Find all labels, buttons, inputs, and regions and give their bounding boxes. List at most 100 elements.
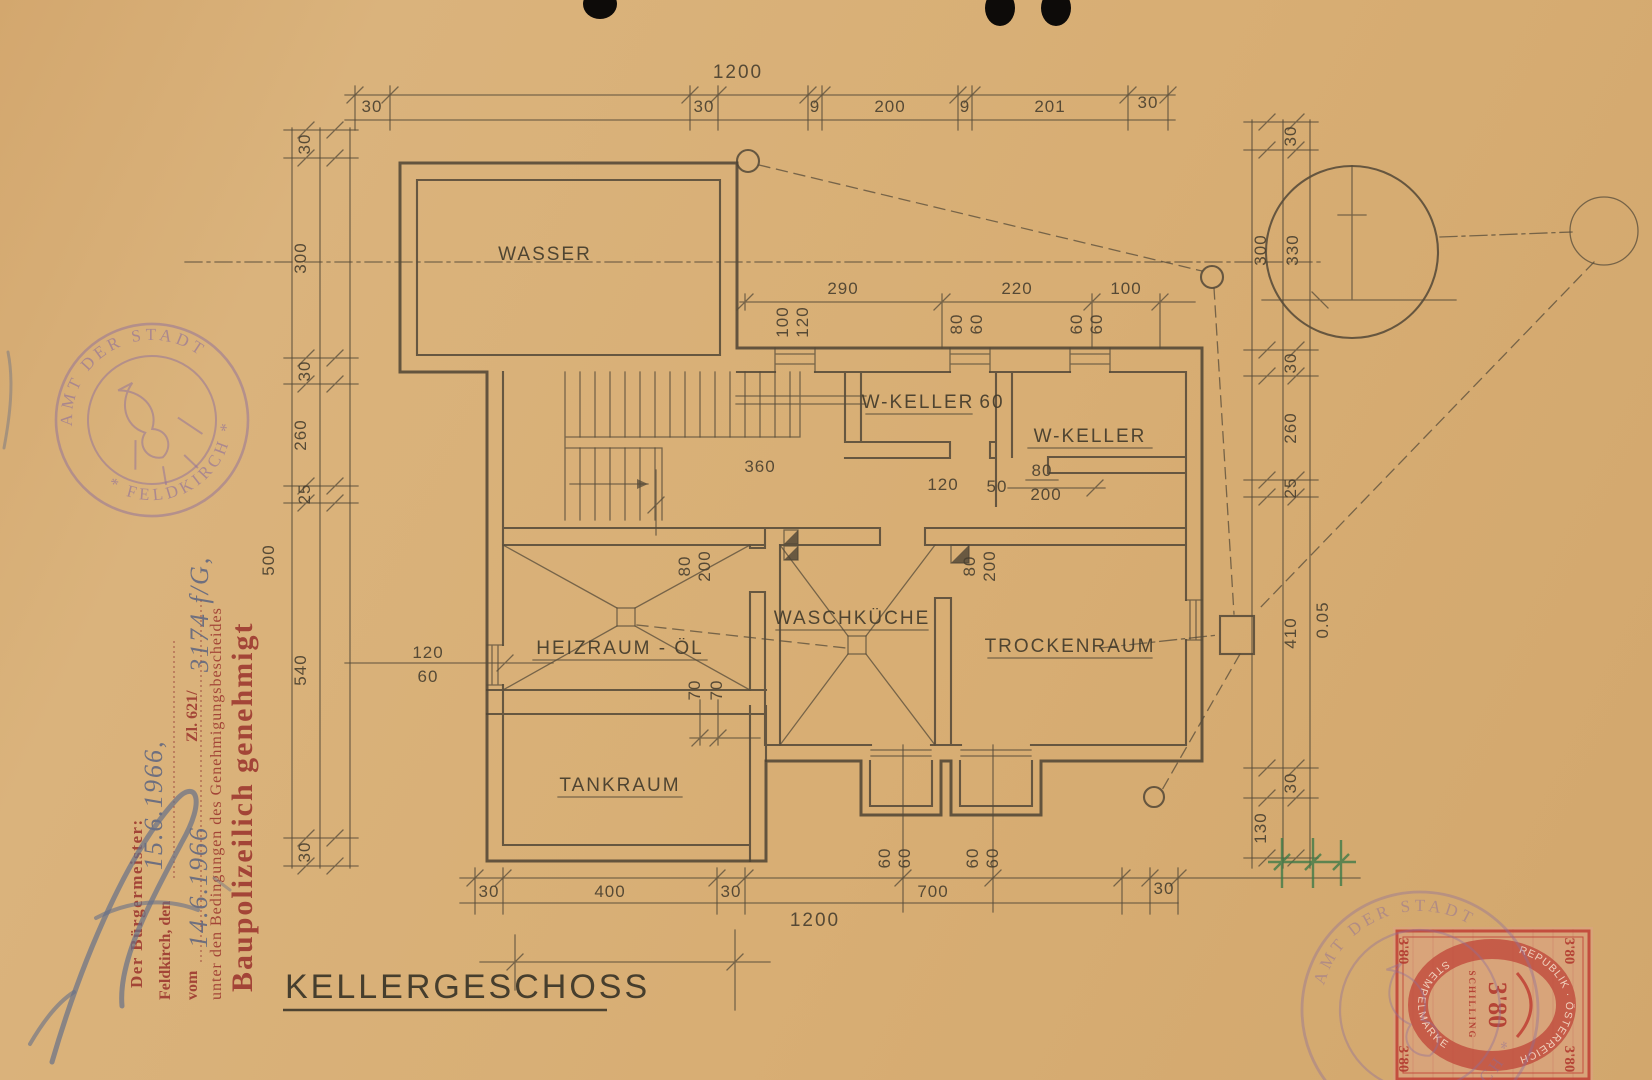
dim-c50: 50 [987,477,1008,496]
dim-top-s4: 200 [874,97,905,116]
survey-point-se [1142,785,1166,809]
dim-bottom-s2: 400 [594,882,625,901]
dim-wall-b: 70 [707,680,726,701]
well-crosshair [1261,165,1457,309]
left-dim-ticks [283,121,359,875]
dim-left-s3: 30 [295,361,314,382]
well-detail [1261,164,1639,340]
well-leader-lines [902,744,994,913]
sheet-title-block: KELLERGESCHOSS [283,968,650,1012]
dim-right-s8: 30 [1281,773,1300,794]
bottom-dim-ticks [466,867,1187,915]
stamp-br-emblem [1386,962,1440,1057]
dim-bottom-s4: 700 [917,882,948,901]
stamp-br-outer-ring [1300,890,1540,1080]
left-dim-lines [291,127,351,869]
signature-stroke-1 [49,789,199,1065]
survey-point-ne [1199,264,1225,290]
top-dim-ticks [346,85,1177,131]
room-label-wasser: WASSER [498,244,592,265]
revenue-corner-value-br: 3'80 [1395,1046,1411,1073]
dim-left-outer: 500 [259,544,278,575]
signature-handwriting [2,350,232,1065]
dim-right-s3: 330 [1283,234,1302,265]
light-shaft-square [1218,614,1256,656]
sightline-shaft-se [1161,653,1241,791]
dim-c120: 120 [927,475,958,494]
dim-bottom-total: 1200 [790,910,840,931]
stamp-text-top: AMT DER STADT [31,295,215,434]
dim-door-heiz-h: 200 [695,550,714,581]
sightline-nw-ne [758,164,1203,272]
room-diagonals [502,529,970,746]
hole-mark-2 [985,0,1015,26]
dim-win-n1-h: 120 [793,306,812,337]
room-label-wkellr-dim: 60 [979,392,1004,413]
dim-win-west-w: 120 [412,643,443,662]
dim-door-trock-h: 200 [980,550,999,581]
trockenraum-centerline [1099,634,1219,649]
dim-win-n1-w: 100 [773,306,792,337]
dimension-lines [283,85,1361,1011]
dim-north-d1: 290 [827,279,858,298]
dim-door-trock-w: 80 [960,556,979,577]
revenue-stamp-frame [1395,929,1591,1080]
room-label-trockenraum: TROCKENRAUM [985,636,1156,657]
dim-top-s7: 30 [1138,93,1159,112]
survey-point-nw [735,148,761,174]
window-glyphs [486,347,1203,757]
sightline-ne-shaft [1213,287,1235,615]
dim-door-wkeller-h: 200 [1030,485,1061,504]
revenue-stamp-oval-band [1408,939,1576,1071]
dim-win-n2-h: 60 [967,314,986,335]
dim-bottom-s5: 30 [1154,879,1175,898]
round-stamp-top-left: AMT DER STADT * FELDKIRCH * [31,295,257,529]
dim-left-s4: 260 [291,419,310,450]
dim-right-s5: 260 [1281,412,1300,443]
dim-corridor: 360 [744,457,775,476]
approval-place-label: Feldkirch, den [157,901,174,1000]
dim-top-s3: 9 [810,97,820,116]
dim-well2-a: 60 [963,848,982,869]
room-label-wkeller: W-KELLER [1034,426,1147,447]
dim-top-s2: 30 [694,97,715,116]
approval-zl-label: Zl. 621/ [184,690,201,742]
dim-right-s1: 30 [1281,126,1300,147]
dim-left-s2: 300 [291,242,310,273]
dim-left-s1: 30 [295,134,314,155]
bottom-dim-lines [459,877,1361,904]
approval-zl-number-handwritten: 3174 f/G, [185,556,214,673]
stair-arrow-head [637,479,648,489]
dim-win-n3-h: 60 [1087,314,1106,335]
well-link-line [1439,231,1573,238]
stamp-eagle-emblem [117,382,204,486]
dim-left-s7: 30 [295,842,314,863]
stamp-br-inner-ring [1338,928,1502,1080]
waschkueche-center-box [847,635,867,655]
dim-win-n2-w: 80 [947,314,966,335]
room-label-waschkueche: WASCHKÜCHE [774,608,931,629]
sheet-title: KELLERGESCHOSS [285,968,650,1006]
revenue-currency: SCHILLING [1467,970,1477,1039]
stair-stringers [564,371,867,521]
approval-vom-label: vom [184,970,201,1000]
dim-right-s2: 300 [1251,234,1270,265]
dim-top-s5: 9 [960,97,970,116]
dim-left-s5: 25 [295,484,314,505]
heizraum-diagonals [502,544,751,691]
binder-hole-marks [583,0,1071,26]
dim-right-outer: 0.05 [1313,601,1332,638]
room-labels: WASSER W-KELLER 60 W-KELLER HEIZRAUM - Ö… [498,244,1156,798]
dim-door-wkeller-w: 80 [1032,461,1053,480]
stamp-outer-ring [54,322,250,518]
revenue-stamp: REPUBLIK · ÖSTERREICH STEMPELMARKE 3'80 … [1393,927,1593,1080]
dim-left-s6: 540 [291,654,310,685]
dim-right-s7: 410 [1281,617,1300,648]
right-dim-lines [1251,119,1311,869]
chimney-hatch [784,530,798,560]
dim-bottom-s3: 30 [721,882,742,901]
waschkueche-diagonals [779,544,936,746]
room-label-tankraum: TANKRAUM [559,775,680,796]
approval-stamp: Baupolizeilich genehmigt unter den Bedin… [127,556,259,1000]
signature-stroke-2 [28,900,200,1046]
